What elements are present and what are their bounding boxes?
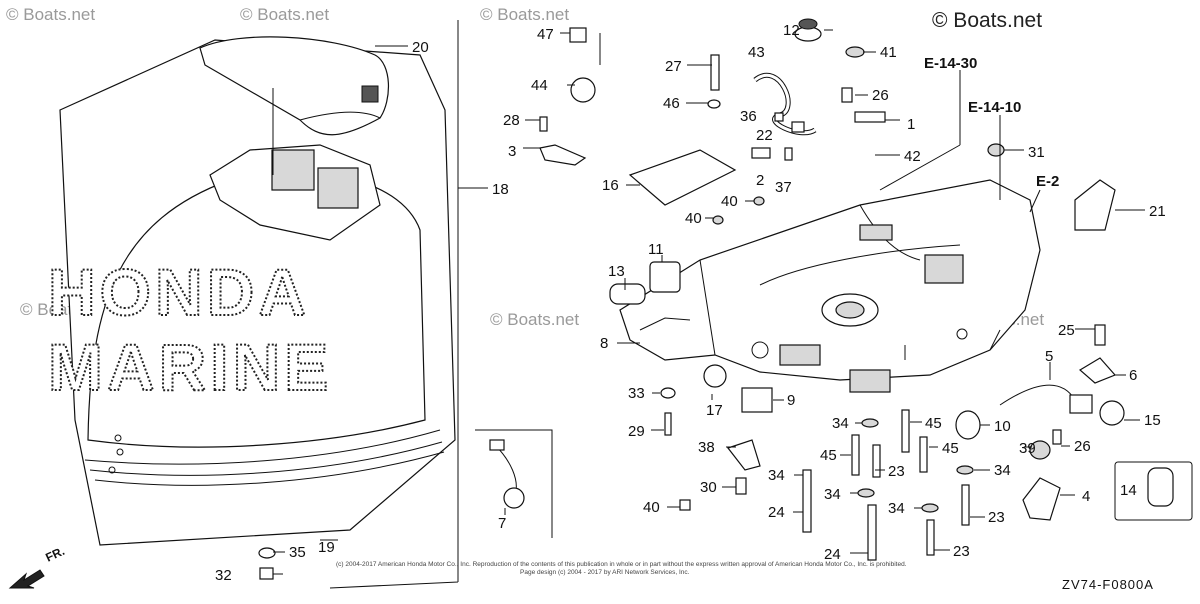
- callout-32[interactable]: 32: [215, 567, 232, 584]
- brand-watermark: HONDA MARINE: [47, 254, 332, 405]
- brand-line-2: MARINE: [48, 330, 332, 404]
- callout-35[interactable]: 35: [289, 544, 306, 561]
- callout-26[interactable]: 26: [1074, 438, 1091, 455]
- callout-40[interactable]: 40: [721, 193, 738, 210]
- callout-3[interactable]: 3: [508, 143, 516, 160]
- callout-45[interactable]: 45: [820, 447, 837, 464]
- callout-34[interactable]: 34: [824, 486, 841, 503]
- callout-19[interactable]: 19: [318, 539, 335, 556]
- callout-30[interactable]: 30: [700, 479, 717, 496]
- callout-21[interactable]: 21: [1149, 203, 1166, 220]
- small-parts: [258, 18, 1125, 580]
- copyright-line-2: Page design (c) 2004 - 2017 by ARI Netwo…: [520, 569, 690, 576]
- callout-43[interactable]: 43: [748, 44, 765, 61]
- engine-cover: [59, 39, 456, 546]
- callout-8[interactable]: 8: [600, 335, 608, 352]
- callouts: 1 2 3 4 5 6 7 8 9 10 11 12 13 14 15 16 1…: [215, 22, 1166, 584]
- callout-36[interactable]: 36: [740, 108, 757, 125]
- references: E-14-30 E-14-10 E-2: [924, 55, 1059, 190]
- leaders: [273, 29, 1145, 575]
- callout-34[interactable]: 34: [768, 467, 785, 484]
- callout-16[interactable]: 16: [602, 177, 619, 194]
- watermark-main: © Boats.net: [932, 9, 1042, 32]
- callout-39[interactable]: 39: [1019, 440, 1036, 457]
- callout-40[interactable]: 40: [643, 499, 660, 516]
- watermark-tile: © Boats.net: [240, 5, 329, 24]
- front-label: FR.: [43, 544, 66, 565]
- callout-45[interactable]: 45: [942, 440, 959, 457]
- callout-28[interactable]: 28: [503, 112, 520, 129]
- callout-10[interactable]: 10: [994, 418, 1011, 435]
- callout-15[interactable]: 15: [1144, 412, 1161, 429]
- callout-2[interactable]: 2: [756, 172, 764, 189]
- callout-47[interactable]: 47: [537, 26, 554, 43]
- callout-29[interactable]: 29: [628, 423, 645, 440]
- callout-4[interactable]: 4: [1082, 488, 1090, 505]
- callout-1[interactable]: 1: [907, 116, 915, 133]
- box-7: [475, 429, 553, 538]
- callout-34[interactable]: 34: [832, 415, 849, 432]
- callout-44[interactable]: 44: [531, 77, 548, 94]
- callout-38[interactable]: 38: [698, 439, 715, 456]
- callout-20[interactable]: 20: [412, 39, 429, 56]
- callout-14[interactable]: 14: [1120, 482, 1137, 499]
- callout-5[interactable]: 5: [1045, 348, 1053, 365]
- lower-undercover: [619, 179, 1041, 393]
- callout-7[interactable]: 7: [498, 515, 506, 532]
- callout-23[interactable]: 23: [888, 463, 905, 480]
- callout-17[interactable]: 17: [706, 402, 723, 419]
- callout-6[interactable]: 6: [1129, 367, 1137, 384]
- watermark-tile: © Boats.net: [6, 5, 95, 24]
- callout-9[interactable]: 9: [787, 392, 795, 409]
- callout-42[interactable]: 42: [904, 148, 921, 165]
- callout-40[interactable]: 40: [685, 210, 702, 227]
- callout-24[interactable]: 24: [768, 504, 785, 521]
- callout-37[interactable]: 37: [775, 179, 792, 196]
- callout-13[interactable]: 13: [608, 263, 625, 280]
- watermark-tile: © Boats.net: [480, 5, 569, 24]
- ref-e14-30[interactable]: E-14-30: [924, 55, 977, 72]
- callout-25[interactable]: 25: [1058, 322, 1075, 339]
- callout-45[interactable]: 45: [925, 415, 942, 432]
- watermark-tile: © Boats.net: [490, 310, 579, 329]
- box-14: [1114, 461, 1193, 521]
- callout-23[interactable]: 23: [988, 509, 1005, 526]
- callout-33[interactable]: 33: [628, 385, 645, 402]
- callout-31[interactable]: 31: [1028, 144, 1045, 161]
- callout-27[interactable]: 27: [665, 58, 682, 75]
- diagram-code: ZV74-F0800A: [1062, 577, 1154, 592]
- callout-18[interactable]: 18: [492, 181, 509, 198]
- callout-23[interactable]: 23: [953, 543, 970, 560]
- cover-leader: [329, 20, 459, 589]
- callout-24[interactable]: 24: [824, 546, 841, 563]
- callout-41[interactable]: 41: [880, 44, 897, 61]
- brand-line-1: HONDA: [48, 255, 310, 329]
- callout-22[interactable]: 22: [756, 127, 773, 144]
- ref-e2[interactable]: E-2: [1036, 173, 1059, 190]
- callout-26[interactable]: 26: [872, 87, 889, 104]
- cover-lid: [199, 36, 390, 175]
- callout-34[interactable]: 34: [994, 462, 1011, 479]
- ref-e14-10[interactable]: E-14-10: [968, 99, 1021, 116]
- callout-46[interactable]: 46: [663, 95, 680, 112]
- front-arrow: FR.: [8, 544, 67, 589]
- callout-12[interactable]: 12: [783, 22, 800, 39]
- callout-34[interactable]: 34: [888, 500, 905, 517]
- callout-11[interactable]: 11: [648, 241, 664, 258]
- copyright-line-1: (c) 2004-2017 American Honda Motor Co., …: [336, 561, 907, 568]
- part-14: [1147, 467, 1174, 507]
- front-arrow-icon: [8, 569, 45, 589]
